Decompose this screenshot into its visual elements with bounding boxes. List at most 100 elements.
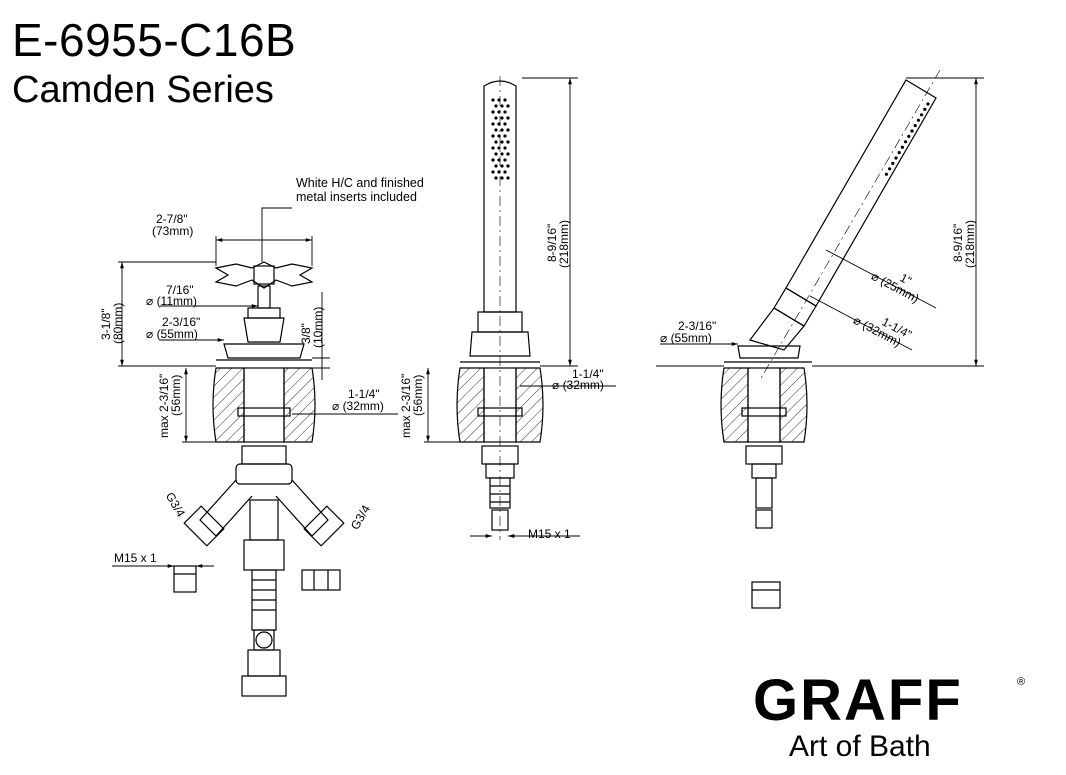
deck-thickness-label: 2-3/16": [157, 374, 171, 412]
spray-hole: [503, 134, 507, 138]
flange-dia-mm-label: ⌀ (55mm): [146, 327, 198, 341]
spray-hole: [494, 176, 498, 180]
angled-holes: [884, 102, 930, 176]
spray-hole: [500, 116, 504, 120]
deck-thickness-mm-label: (56mm): [169, 375, 183, 416]
spray-hole: [497, 134, 501, 138]
spray-hole: [913, 124, 917, 128]
spray-hole: [920, 113, 924, 117]
spray-hole: [494, 104, 498, 108]
spray-hole: [923, 107, 927, 111]
spray-hole: [491, 110, 495, 114]
spray-hole: [503, 110, 507, 114]
spray-hole: [497, 170, 501, 174]
spray-hole: [907, 134, 911, 138]
shower-supply-thread-label: M15 x 1: [528, 527, 571, 541]
handshower-view: [456, 76, 544, 540]
shower-height-mm-label: (218mm): [557, 220, 571, 268]
inserts-note-line1: White H/C and finished: [296, 176, 424, 190]
spray-hole: [497, 122, 501, 126]
brand-name: GRAFF: [753, 668, 963, 733]
spray-hole: [506, 128, 510, 132]
spray-hole: [506, 176, 510, 180]
inlet-left-label: G3/4: [163, 490, 188, 520]
spray-hole: [897, 151, 901, 155]
spray-hole: [491, 122, 495, 126]
spray-hole: [494, 116, 498, 120]
spray-hole: [506, 140, 510, 144]
spray-hole: [494, 152, 498, 156]
overall-height-mm-label: (80mm): [111, 303, 125, 344]
angled-height-label: 8-9/16": [951, 224, 965, 262]
spray-hole: [506, 152, 510, 156]
valve-view: [173, 261, 345, 697]
spray-hole: [494, 128, 498, 132]
shower-hole-dia-mm-label: ⌀ (32mm): [552, 378, 604, 392]
angled-dim-text: 8-9/16" (218mm) 1" ⌀ (25mm) 1-1/4" ⌀ (32…: [660, 220, 977, 350]
shower-deck-max-label: max: [399, 415, 413, 438]
shower-hole-dia-label: 1-1/4": [572, 367, 604, 381]
handshower-angled-view: [720, 69, 941, 609]
spray-hole: [500, 128, 504, 132]
spray-hole: [500, 176, 504, 180]
spray-hole: [497, 110, 501, 114]
spray-hole: [503, 122, 507, 126]
valve-supply-thread-label: M15 x 1: [114, 551, 157, 565]
flange-dia-label: 2-3/16": [162, 315, 200, 329]
stem-dia-mm-label: ⌀ (11mm): [146, 294, 197, 308]
spray-hole: [497, 98, 501, 102]
spray-hole: [491, 170, 495, 174]
shower-height-label: 8-9/16": [545, 224, 559, 262]
handle-width-mm-label: (73mm): [152, 224, 193, 238]
spray-hole: [497, 158, 501, 162]
stem-dia-label: 7/16": [166, 283, 194, 297]
spray-hole: [497, 146, 501, 150]
cross-handle: [214, 261, 314, 289]
spray-hole: [506, 164, 510, 168]
spray-hole: [491, 158, 495, 162]
spray-hole: [506, 116, 510, 120]
angled-flange-dia-mm-label: ⌀ (55mm): [660, 331, 712, 345]
inlet-right-label: G3/4: [348, 502, 373, 532]
series-name: Camden Series: [12, 69, 274, 111]
spray-hole: [494, 140, 498, 144]
spray-hole: [503, 158, 507, 162]
overall-height-label: 3-1/8": [99, 308, 113, 340]
spray-hole: [894, 156, 898, 160]
spray-hole: [888, 167, 892, 171]
spray-hole: [503, 170, 507, 174]
angled-flange-dia-label: 2-3/16": [678, 319, 716, 333]
handshower-holes: [491, 98, 510, 180]
valve-dim-text: White H/C and finished metal inserts inc…: [99, 176, 424, 565]
spray-hole: [884, 172, 889, 176]
spray-hole: [926, 102, 930, 106]
spray-hole: [500, 104, 504, 108]
spray-hole: [506, 104, 510, 108]
collar-height-label: 3/8": [299, 323, 313, 344]
spray-hole: [491, 134, 495, 138]
spray-hole: [500, 164, 504, 168]
deck-max-label: max: [157, 415, 171, 438]
spray-hole: [491, 146, 495, 150]
spray-hole: [503, 98, 507, 102]
spray-hole: [494, 164, 498, 168]
hole-dia-label: 1-1/4": [348, 387, 380, 401]
spray-hole: [904, 140, 908, 144]
handle-width-label: 2-7/8": [156, 212, 188, 226]
handshower-dimensions: [424, 77, 616, 538]
spray-hole: [916, 118, 921, 122]
inserts-note-line2: metal inserts included: [296, 190, 417, 204]
registered-mark: ®: [1017, 676, 1026, 688]
angled-dimensions: [656, 77, 984, 367]
spray-hole: [900, 145, 905, 149]
shower-deck-thickness-mm-label: (56mm): [411, 375, 425, 416]
hole-dia-mm-label: ⌀ (32mm): [332, 399, 384, 413]
title-block: E-6955-C16B Camden Series: [12, 16, 296, 112]
spray-hole: [910, 129, 914, 133]
spray-hole: [503, 146, 507, 150]
model-number: E-6955-C16B: [12, 14, 297, 66]
collar-height-mm-label: (10mm): [311, 307, 325, 348]
graff-logo: GRAFF ® Art of Bath: [753, 672, 1033, 764]
valve-dimensions: [112, 207, 398, 568]
